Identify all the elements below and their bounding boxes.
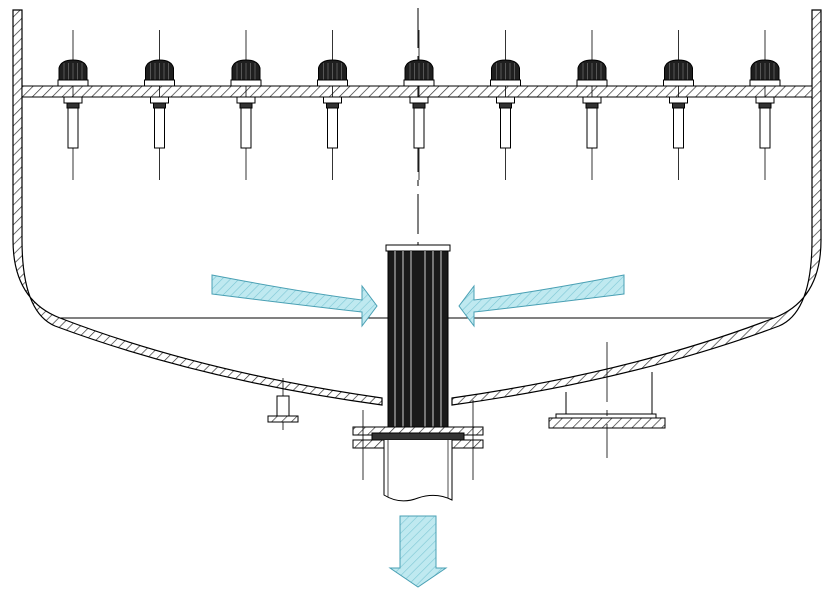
nozzle-array xyxy=(57,30,781,180)
nozzle xyxy=(57,30,89,180)
nozzle xyxy=(317,30,348,180)
arrow-down-icon xyxy=(388,515,448,588)
arrow-right-icon xyxy=(211,274,378,328)
nozzle-plate xyxy=(21,85,813,98)
nozzle xyxy=(403,30,435,180)
outlet-pipe xyxy=(383,440,453,502)
nozzle xyxy=(144,30,175,180)
vessel-shell xyxy=(12,9,383,406)
drain-nozzle xyxy=(267,378,299,430)
arrow-left-icon xyxy=(458,274,625,328)
manhole-flange xyxy=(548,342,666,458)
nozzle xyxy=(576,30,608,180)
vessel-shell-right xyxy=(451,9,822,406)
filter-element xyxy=(385,244,451,440)
nozzle xyxy=(490,30,521,180)
nozzle xyxy=(749,30,781,180)
nozzle xyxy=(663,30,694,180)
nozzle xyxy=(230,30,262,180)
